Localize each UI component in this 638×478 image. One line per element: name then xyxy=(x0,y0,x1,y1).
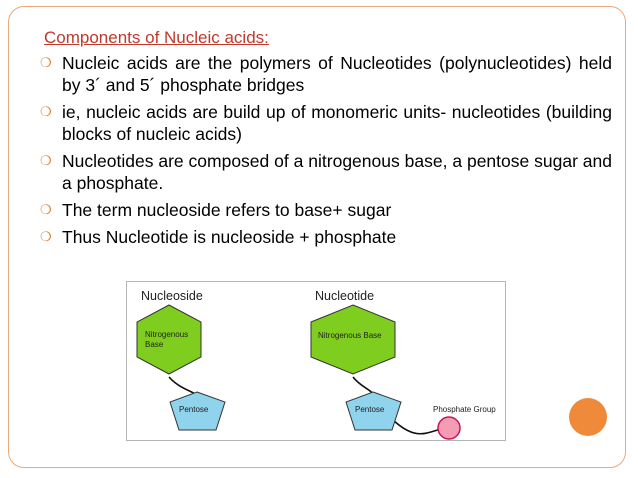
nucleotide-pentose-label: Pentose xyxy=(355,405,385,414)
nucleoside-base-label: Nitrogenous Base xyxy=(145,330,190,349)
nucleoside-base-hexagon xyxy=(136,304,202,375)
nucleoside-base-label-line2: Base xyxy=(145,340,164,349)
nucleoside-pentose-pentagon xyxy=(169,391,226,431)
hollow-circle-bullet-icon: ❍ xyxy=(40,202,52,217)
nucleotide-base-hexagon xyxy=(310,304,396,375)
slide-heading: Components of Nucleic acids: xyxy=(44,28,269,47)
slide-frame xyxy=(8,6,626,468)
bullet-text: Nucleotides are composed of a nitrogenou… xyxy=(62,151,612,193)
decorative-orange-circle xyxy=(569,398,607,436)
nucleotide-title: Nucleotide xyxy=(315,289,374,303)
nucleoside-nucleotide-diagram: Nucleoside Nitrogenous Base Pentose Nucl… xyxy=(126,281,506,441)
bullet-list: ❍ Nucleic acids are the polymers of Nucl… xyxy=(40,52,612,253)
nucleoside-base-label-line1: Nitrogenous xyxy=(145,330,188,339)
bullet-item: ❍ Nucleotides are composed of a nitrogen… xyxy=(40,150,612,194)
bullet-text: The term nucleoside refers to base+ suga… xyxy=(62,200,392,220)
bullet-text: ie, nucleic acids are build up of monome… xyxy=(62,102,612,144)
nucleotide-base-label: Nitrogenous Base xyxy=(318,331,382,340)
bullet-item: ❍ Nucleic acids are the polymers of Nucl… xyxy=(40,52,612,96)
nucleoside-title: Nucleoside xyxy=(141,289,203,303)
hollow-circle-bullet-icon: ❍ xyxy=(40,55,52,70)
nucleotide-pentose-pentagon xyxy=(345,391,402,431)
bullet-item: ❍ The term nucleoside refers to base+ su… xyxy=(40,199,612,221)
hollow-circle-bullet-icon: ❍ xyxy=(40,153,52,168)
nucleotide-bond-sugar-phosphate xyxy=(392,419,446,435)
phosphate-group-label: Phosphate Group xyxy=(433,405,496,414)
hollow-circle-bullet-icon: ❍ xyxy=(40,104,52,119)
hollow-circle-bullet-icon: ❍ xyxy=(40,229,52,244)
bullet-item: ❍ ie, nucleic acids are build up of mono… xyxy=(40,101,612,145)
bullet-text: Nucleic acids are the polymers of Nucleo… xyxy=(62,53,612,95)
bullet-item: ❍ Thus Nucleotide is nucleoside + phosph… xyxy=(40,226,612,248)
phosphate-group-circle xyxy=(437,416,461,440)
diagram-canvas: Nucleoside Nitrogenous Base Pentose Nucl… xyxy=(136,289,496,440)
bullet-text: Thus Nucleotide is nucleoside + phosphat… xyxy=(62,227,397,247)
nucleoside-pentose-label: Pentose xyxy=(179,405,209,414)
